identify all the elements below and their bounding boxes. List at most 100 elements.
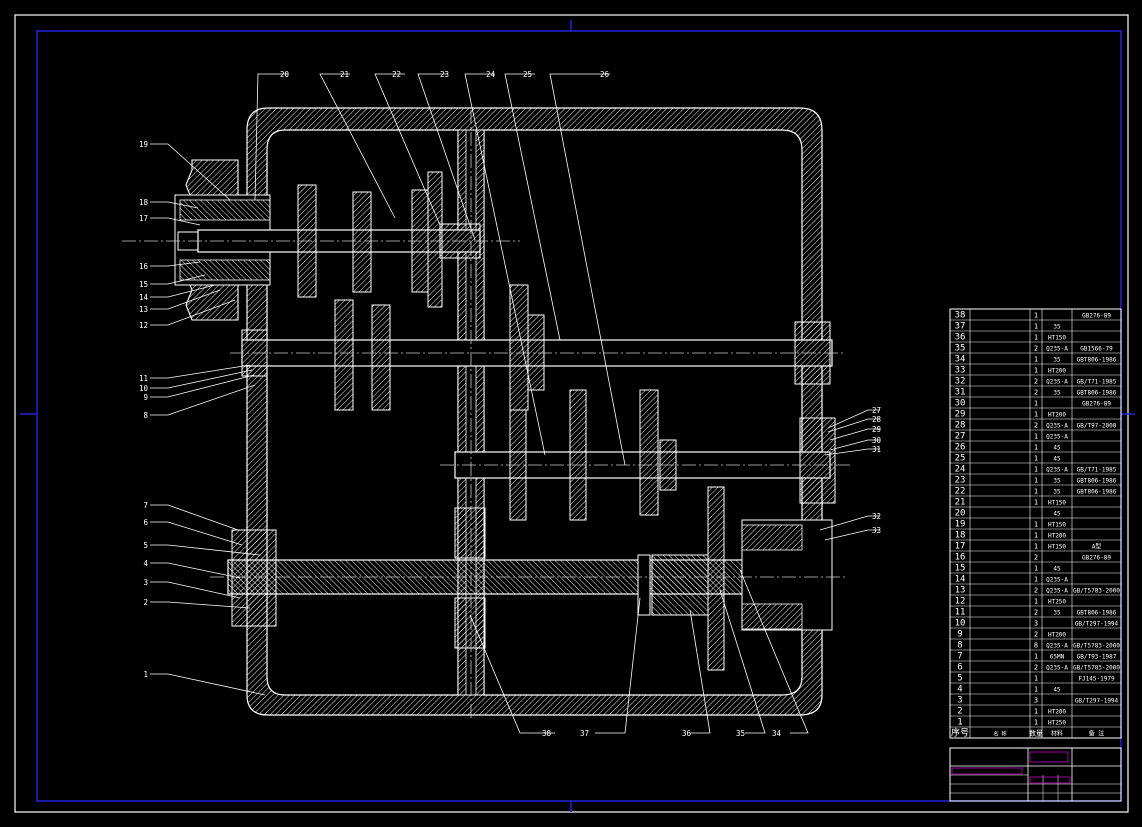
bom-row-2-no: 2 bbox=[957, 707, 962, 717]
balloon-24: 24 bbox=[486, 70, 496, 79]
bom-row-5-note: FJ145-1979 bbox=[1078, 676, 1115, 683]
balloon-23: 23 bbox=[440, 70, 449, 79]
bom-row-16-no: 16 bbox=[955, 553, 966, 563]
bom-row-34-qty: 1 bbox=[1034, 356, 1038, 364]
balloon-numbers: 19 18 17 16 15 14 13 12 11 10 9 8 7 6 5 … bbox=[139, 70, 882, 738]
bom-row-36-material: HT150 bbox=[1048, 335, 1066, 342]
bom-row-12-qty: 1 bbox=[1034, 598, 1038, 606]
bom-row-21-qty: 1 bbox=[1034, 499, 1038, 507]
bom-row-6-note: GB/T5783-2000 bbox=[1073, 665, 1120, 672]
balloon-34: 34 bbox=[772, 729, 782, 738]
gears bbox=[297, 171, 725, 671]
bom-row-12-material: HT250 bbox=[1048, 599, 1066, 606]
balloon-15: 15 bbox=[139, 280, 148, 289]
bom-row-7-qty: 1 bbox=[1034, 653, 1038, 661]
bom-row-32-material: Q235-A bbox=[1046, 379, 1068, 386]
bom-row-29-no: 29 bbox=[955, 410, 966, 420]
balloon-11: 11 bbox=[139, 374, 148, 383]
balloon-13: 13 bbox=[139, 305, 148, 314]
bom-row-35-material: Q235-A bbox=[1046, 346, 1068, 353]
bom-row-31-qty: 2 bbox=[1034, 389, 1038, 397]
bom-row-17-no: 17 bbox=[955, 542, 966, 552]
bom-row-10-note: GB/T297-1994 bbox=[1075, 621, 1119, 628]
bom-row-6-material: Q235-A bbox=[1046, 665, 1068, 672]
bom-row-18-material: HT200 bbox=[1048, 533, 1066, 540]
bom-row-37-qty: 1 bbox=[1034, 323, 1038, 331]
bom-row-32-note: GB/T71-1985 bbox=[1077, 379, 1117, 386]
bom-row-27-material: Q235-A bbox=[1046, 434, 1068, 441]
bom-row-19-material: HT150 bbox=[1048, 522, 1066, 529]
bom-header-material: 材料 bbox=[1051, 730, 1063, 738]
bom-row-34-material: 35 bbox=[1053, 357, 1061, 364]
bom-row-23-no: 23 bbox=[955, 476, 966, 486]
bom-row-13-material: Q235-A bbox=[1046, 588, 1068, 595]
balloon-22: 22 bbox=[392, 70, 401, 79]
balloon-38: 38 bbox=[542, 729, 552, 738]
balloon-32: 32 bbox=[872, 512, 881, 521]
bom-row-28-no: 28 bbox=[955, 421, 966, 431]
bom-row-35-no: 35 bbox=[955, 344, 966, 354]
bom-row-14-no: 14 bbox=[955, 575, 966, 585]
balloon-2: 2 bbox=[143, 598, 148, 607]
bom-row-25-qty: 1 bbox=[1034, 455, 1038, 463]
leader-lines bbox=[150, 73, 880, 734]
bom-row-34-no: 34 bbox=[955, 355, 966, 365]
bom-row-27-no: 27 bbox=[955, 432, 966, 442]
balloon-5: 5 bbox=[143, 541, 148, 550]
bom-row-10-no: 10 bbox=[955, 619, 966, 629]
bom-row-38-no: 38 bbox=[955, 311, 966, 321]
bom-row-37-no: 37 bbox=[955, 322, 966, 332]
bom-row-24-material: Q235-A bbox=[1046, 467, 1068, 474]
bom-row-26-qty: 1 bbox=[1034, 444, 1038, 452]
bom-row-38-qty: 1 bbox=[1034, 312, 1038, 320]
bom-row-29-qty: 1 bbox=[1034, 411, 1038, 419]
bom-row-16-qty: 2 bbox=[1034, 554, 1038, 562]
bom-row-1-qty: 1 bbox=[1034, 719, 1038, 727]
bom-row-3-qty: 3 bbox=[1034, 697, 1038, 705]
balloon-1: 1 bbox=[143, 670, 148, 679]
bom-row-3-no: 3 bbox=[957, 696, 962, 706]
bom-row-29-material: HT200 bbox=[1048, 412, 1066, 419]
bom-row-11-note: GBT806-1986 bbox=[1077, 610, 1117, 617]
bom-row-12-no: 12 bbox=[955, 597, 966, 607]
balloon-28: 28 bbox=[872, 415, 882, 424]
bom-row-4-no: 4 bbox=[957, 685, 962, 695]
bom-row-21-no: 21 bbox=[955, 498, 966, 508]
balloon-7: 7 bbox=[143, 501, 148, 510]
bom-row-15-material: 45 bbox=[1053, 566, 1061, 573]
bom-row-17-qty: 1 bbox=[1034, 543, 1038, 551]
bom-row-8-note: GB/T5783-2000 bbox=[1073, 643, 1120, 650]
bom-row-16-note: GB276-89 bbox=[1082, 555, 1111, 562]
bom-row-2-material: HT200 bbox=[1048, 709, 1066, 716]
balloon-21: 21 bbox=[340, 70, 349, 79]
bom-row-7-no: 7 bbox=[957, 652, 962, 662]
bom-row-23-qty: 1 bbox=[1034, 477, 1038, 485]
bom-row-37-material: 35 bbox=[1053, 324, 1061, 331]
bom-row-15-qty: 1 bbox=[1034, 565, 1038, 573]
bom-row-26-no: 26 bbox=[955, 443, 966, 453]
bom-row-28-note: GB/T97-2000 bbox=[1077, 423, 1117, 430]
bom-row-38-note: GB276-89 bbox=[1082, 313, 1111, 320]
bom-row-26-material: 45 bbox=[1053, 445, 1061, 452]
bom-row-27-qty: 1 bbox=[1034, 433, 1038, 441]
gearbox-housing bbox=[246, 107, 823, 716]
bom-row-1-no: 1 bbox=[957, 718, 962, 728]
bom-row-36-qty: 1 bbox=[1034, 334, 1038, 342]
bom-row-23-note: GBT806-1986 bbox=[1077, 478, 1117, 485]
bom-header-no: 序号 bbox=[951, 727, 969, 739]
bom-row-30-note: GB276-89 bbox=[1082, 401, 1111, 408]
bom-row-2-qty: 1 bbox=[1034, 708, 1038, 716]
balloon-14: 14 bbox=[139, 293, 149, 302]
bom-row-5-qty: 1 bbox=[1034, 675, 1038, 683]
bom-row-11-no: 11 bbox=[955, 608, 966, 618]
bom-row-15-no: 15 bbox=[955, 564, 966, 574]
bom-row-4-material: 45 bbox=[1053, 687, 1061, 694]
balloon-6: 6 bbox=[143, 518, 148, 527]
bom-row-22-qty: 1 bbox=[1034, 488, 1038, 496]
balloon-10: 10 bbox=[139, 384, 149, 393]
balloon-16: 16 bbox=[139, 262, 149, 271]
bom-row-33-qty: 1 bbox=[1034, 367, 1038, 375]
bom-row-31-note: GBT806-1986 bbox=[1077, 390, 1117, 397]
balloon-27: 27 bbox=[872, 406, 881, 415]
